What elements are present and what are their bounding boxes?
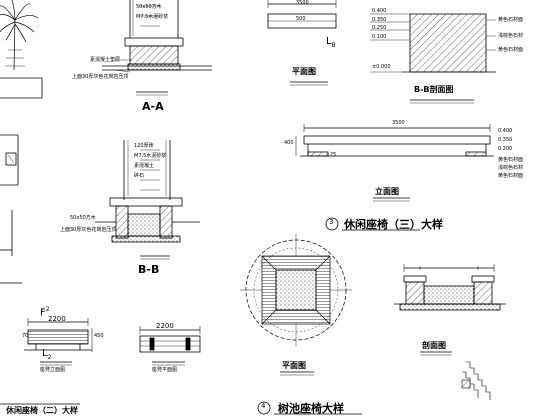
- bench3-elevation-title: 立面图: [375, 187, 399, 196]
- section-bb-left-drawing: [95, 140, 200, 260]
- l2-label: L2: [42, 348, 52, 361]
- bench3-title: 休闲座椅（三）大样: [344, 218, 443, 231]
- bottom-left-title: 休闲座椅（二）大样: [6, 406, 78, 415]
- aa-note-1: 50x50方木: [136, 4, 162, 10]
- dim-25: 25: [330, 152, 337, 158]
- tree-pool-plan-drawing: [240, 234, 352, 376]
- level-0350: 0.350: [372, 17, 387, 23]
- level-0200-elevation: 0.200: [498, 146, 513, 152]
- section-aa-drawing: [102, 0, 212, 96]
- section-note-2: 浅棕色石材: [498, 33, 524, 39]
- dim-500: 500: [296, 16, 306, 22]
- section-3-number: 3: [329, 218, 334, 226]
- level-0400: 0.400: [372, 8, 387, 14]
- dim-3500-elevation: 3500: [392, 120, 405, 126]
- dim-70: 70: [22, 333, 29, 339]
- bench3-plan-title: 平面图: [292, 67, 316, 76]
- section-note-1: 黄色石材面: [498, 17, 524, 23]
- section-3-marker: [325, 217, 420, 231]
- lb-label: LB: [326, 36, 336, 49]
- level-0100: 0.100: [372, 34, 387, 40]
- level-0000: ±0.000: [372, 64, 391, 70]
- bb-note-4: 碎石: [134, 173, 145, 179]
- bench3-plan-drawing: [267, 0, 337, 86]
- bb-note-2: M7.5水泥砂浆: [134, 153, 167, 159]
- section-4-number: 4: [261, 402, 266, 410]
- tree-pool-plan-title: 平面图: [282, 361, 306, 370]
- tree-pool-section-title: 剖面图: [422, 341, 446, 350]
- dim-450: 450: [94, 333, 104, 339]
- level-0250: 0.250: [372, 25, 387, 31]
- left-partial-elevation: [0, 210, 22, 284]
- left-elevation-title: 座凳立面图: [40, 367, 66, 373]
- bb-note-5: 50x50方木: [70, 215, 96, 221]
- level-0350-elevation: 0.350: [498, 137, 513, 143]
- elevation-note-1: 黄色石材面: [498, 157, 524, 163]
- column-plan-drawing: [0, 134, 19, 186]
- dim-3500-plan: 3500: [296, 0, 309, 6]
- aa-note-3: 素混凝土垫层: [90, 57, 121, 63]
- section-aa-title: A-A: [142, 100, 164, 113]
- palm-tree-icon: [0, 0, 39, 71]
- bench-plan-drawing: [0, 326, 201, 405]
- elevation-note-2: 浅棕色石材: [498, 165, 524, 171]
- bb-note-3: 素混凝土: [134, 163, 155, 169]
- level-0400-elevation: 0.400: [498, 128, 513, 134]
- bench-elevation-drawing: [24, 318, 93, 366]
- bench3-section-drawing: [370, 13, 496, 104]
- section-bb-title: B-B: [138, 263, 160, 276]
- bench3-elevation-drawing: [295, 124, 494, 202]
- dim-2200-elevation: 2200: [48, 315, 66, 323]
- bench4-title: 树池座椅大样: [278, 402, 344, 415]
- planter-wall-left: [0, 77, 43, 99]
- bench3-section-title: B-B剖面图: [414, 85, 454, 94]
- tree-pool-section-drawing: [394, 264, 506, 356]
- section-note-3: 黄色石材面: [498, 47, 524, 53]
- dim-2200-plan: 2200: [156, 322, 174, 330]
- section-4-marker: [257, 401, 362, 415]
- elevation-note-3: 黄色石材面: [498, 173, 524, 179]
- aa-note-2: M7.5水泥砂浆: [136, 14, 169, 20]
- f2-label: F2: [40, 306, 50, 319]
- corner-detail-drawing: [461, 361, 491, 400]
- aa-note-4: 上面30厚灰色花岗岩压顶: [72, 74, 129, 80]
- bb-note-1: 120厚砖: [134, 143, 154, 149]
- left-plan-title: 座凳平面图: [152, 367, 178, 373]
- bb-note-6: 上面30厚灰色花岗岩压顶: [60, 227, 117, 233]
- dim-400: 400: [284, 140, 294, 146]
